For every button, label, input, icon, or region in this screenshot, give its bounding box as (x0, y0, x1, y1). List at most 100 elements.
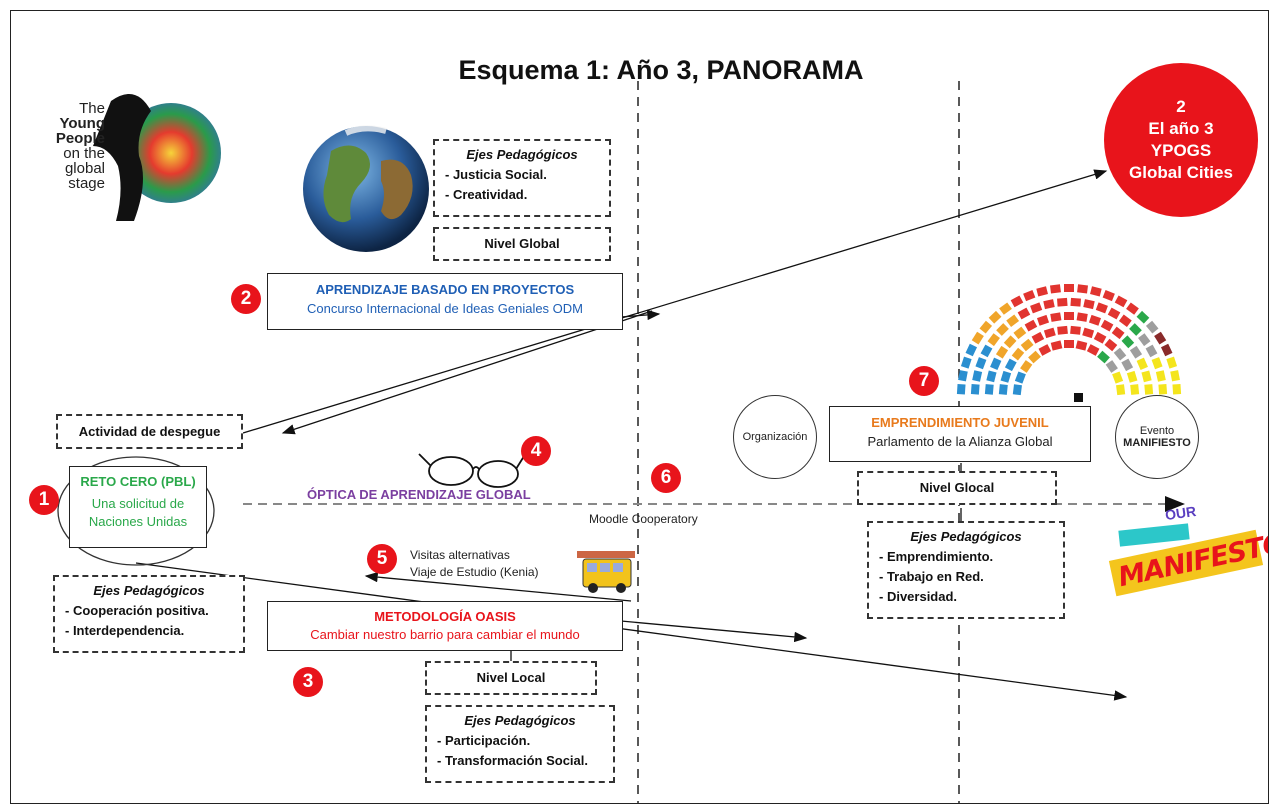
ejes-reto-box: Ejes Pedagógicos - Cooperación positiva.… (53, 575, 245, 653)
arrow-to-global-cities (242, 169, 1108, 434)
parliament-seat (1105, 360, 1118, 373)
step-4-badge: 4 (521, 436, 551, 466)
parliament-seat (1070, 297, 1081, 307)
reto-ellipse (57, 456, 215, 566)
parliament-seat (1003, 335, 1017, 349)
parliament-seat (1121, 358, 1134, 372)
parliament-seat (1050, 340, 1063, 351)
parliament-seat (988, 310, 1002, 324)
parliament-seat (1077, 284, 1088, 294)
parliament-seat (1000, 370, 1012, 383)
podium-icon (1074, 393, 1083, 402)
reto-cero-box: RETO CERO (PBL) Una solicitud de Nacione… (69, 466, 207, 548)
parliament-seat (1064, 340, 1074, 348)
parliament-seat (990, 357, 1002, 371)
parliament-seat (1057, 297, 1068, 307)
parliament-seat (1126, 302, 1139, 315)
parliament-seat (1160, 343, 1173, 357)
parliament-seat (960, 356, 972, 369)
parliament-seat (1028, 350, 1041, 364)
parliament-seat (1126, 370, 1138, 383)
page-title: Esquema 1: Año 3, PANORAMA (458, 55, 864, 85)
parliament-seat (1043, 299, 1055, 310)
parliament-seat (1113, 347, 1127, 361)
parliament-seat (1020, 360, 1033, 373)
parliament-seat (1093, 331, 1107, 344)
parliament-seat (987, 333, 1000, 347)
step-7-badge: 7 (909, 366, 939, 396)
arrow-visitas (364, 571, 632, 602)
organizacion-circle: Organización (733, 395, 817, 479)
parliament-seat (1050, 284, 1061, 294)
arrow-back-actividad (281, 310, 653, 435)
parliament-seat (1097, 350, 1110, 364)
step-6-badge: 6 (651, 463, 681, 493)
parliament-seat (1036, 314, 1050, 326)
parliament-seat (1013, 326, 1027, 340)
parliament-seat (1111, 326, 1125, 340)
parliament-seat (1082, 327, 1095, 339)
parliament-seat (1083, 299, 1095, 310)
parliament-seat (1121, 335, 1135, 349)
parliament-seat (1154, 331, 1167, 345)
parliament-seat (1086, 344, 1100, 356)
parliament-seat (998, 384, 1008, 395)
emprendimiento-box: EMPRENDIMIENTO JUVENIL Parlamento de la … (829, 406, 1091, 462)
parliament-seat (1017, 307, 1031, 320)
arrow-aprendizaje (620, 309, 661, 321)
parliament-seat (996, 323, 1009, 336)
global-cities-badge: 2 El año 3 YPOGS Global Cities (1104, 63, 1258, 217)
parliament-seat (972, 370, 983, 382)
parliament-seat (1107, 307, 1121, 320)
parliament-seat (1076, 312, 1088, 322)
step-1-badge: 1 (29, 485, 59, 515)
parliament-seat (1112, 371, 1124, 384)
parliament-seat (1118, 314, 1132, 327)
parliament-seat (975, 357, 987, 370)
bus-icon (577, 551, 635, 593)
ejes-local-box: Ejes Pedagógicos - Participación. - Tran… (425, 705, 615, 783)
parliament-seat (999, 302, 1012, 315)
parliament-seat (1155, 370, 1166, 382)
ejes-glocal-box: Ejes Pedagógicos - Emprendimiento. - Tra… (867, 521, 1065, 619)
parliament-seat (1031, 331, 1045, 344)
diagram-frame: Esquema 1: Año 3, PANORAMA The Young Peo… (10, 10, 1269, 804)
globe-icon (303, 125, 429, 252)
parliament-seat (979, 320, 993, 334)
parliament-seat (984, 384, 994, 395)
parliament-seat (1043, 327, 1056, 339)
parliament-seat (1170, 370, 1180, 382)
optica-label: ÓPTICA DE APRENDIZAJE GLOBAL (307, 487, 531, 502)
parliament-seat (1036, 286, 1048, 297)
parliament-seat (1075, 340, 1088, 351)
parliament-seat (965, 343, 978, 357)
evento-circle: Evento MANIFIESTO (1115, 395, 1199, 479)
parliament-seat (1020, 338, 1034, 352)
parliament-seat (995, 345, 1009, 359)
step-5-badge: 5 (367, 544, 397, 574)
parliament-seat (971, 331, 984, 345)
nivel-global-box: Nivel Global (433, 227, 611, 261)
parliament-seat (1010, 295, 1024, 308)
aprendizaje-box: APRENDIZAJE BASADO EN PROYECTOS Concurso… (267, 273, 623, 330)
parliament-seat (1136, 310, 1150, 324)
parliament-seat (1038, 344, 1052, 356)
glasses-icon (418, 452, 527, 488)
manifesto-graphic: OUR MANIFESTO (1108, 499, 1268, 604)
parliament-seat (1104, 338, 1118, 352)
parliament-seat (1024, 319, 1038, 332)
parliament-seat (1144, 384, 1154, 395)
parliament-seat (1100, 319, 1114, 332)
parliament-seat (1130, 384, 1140, 395)
arrow-reto-down (135, 562, 1128, 701)
step-3-badge: 3 (293, 667, 323, 697)
parliament-seat (1172, 383, 1182, 395)
oasis-box: METODOLOGÍA OASIS Cambiar nuestro barrio… (267, 601, 623, 651)
parliament-icon (956, 284, 1182, 396)
parliament-seat (958, 370, 968, 382)
parliament-seat (986, 370, 997, 383)
arrow-oasis (620, 620, 808, 643)
nivel-local-box: Nivel Local (425, 661, 597, 695)
parliament-seat (1114, 295, 1128, 308)
parliament-seat (1129, 345, 1143, 359)
